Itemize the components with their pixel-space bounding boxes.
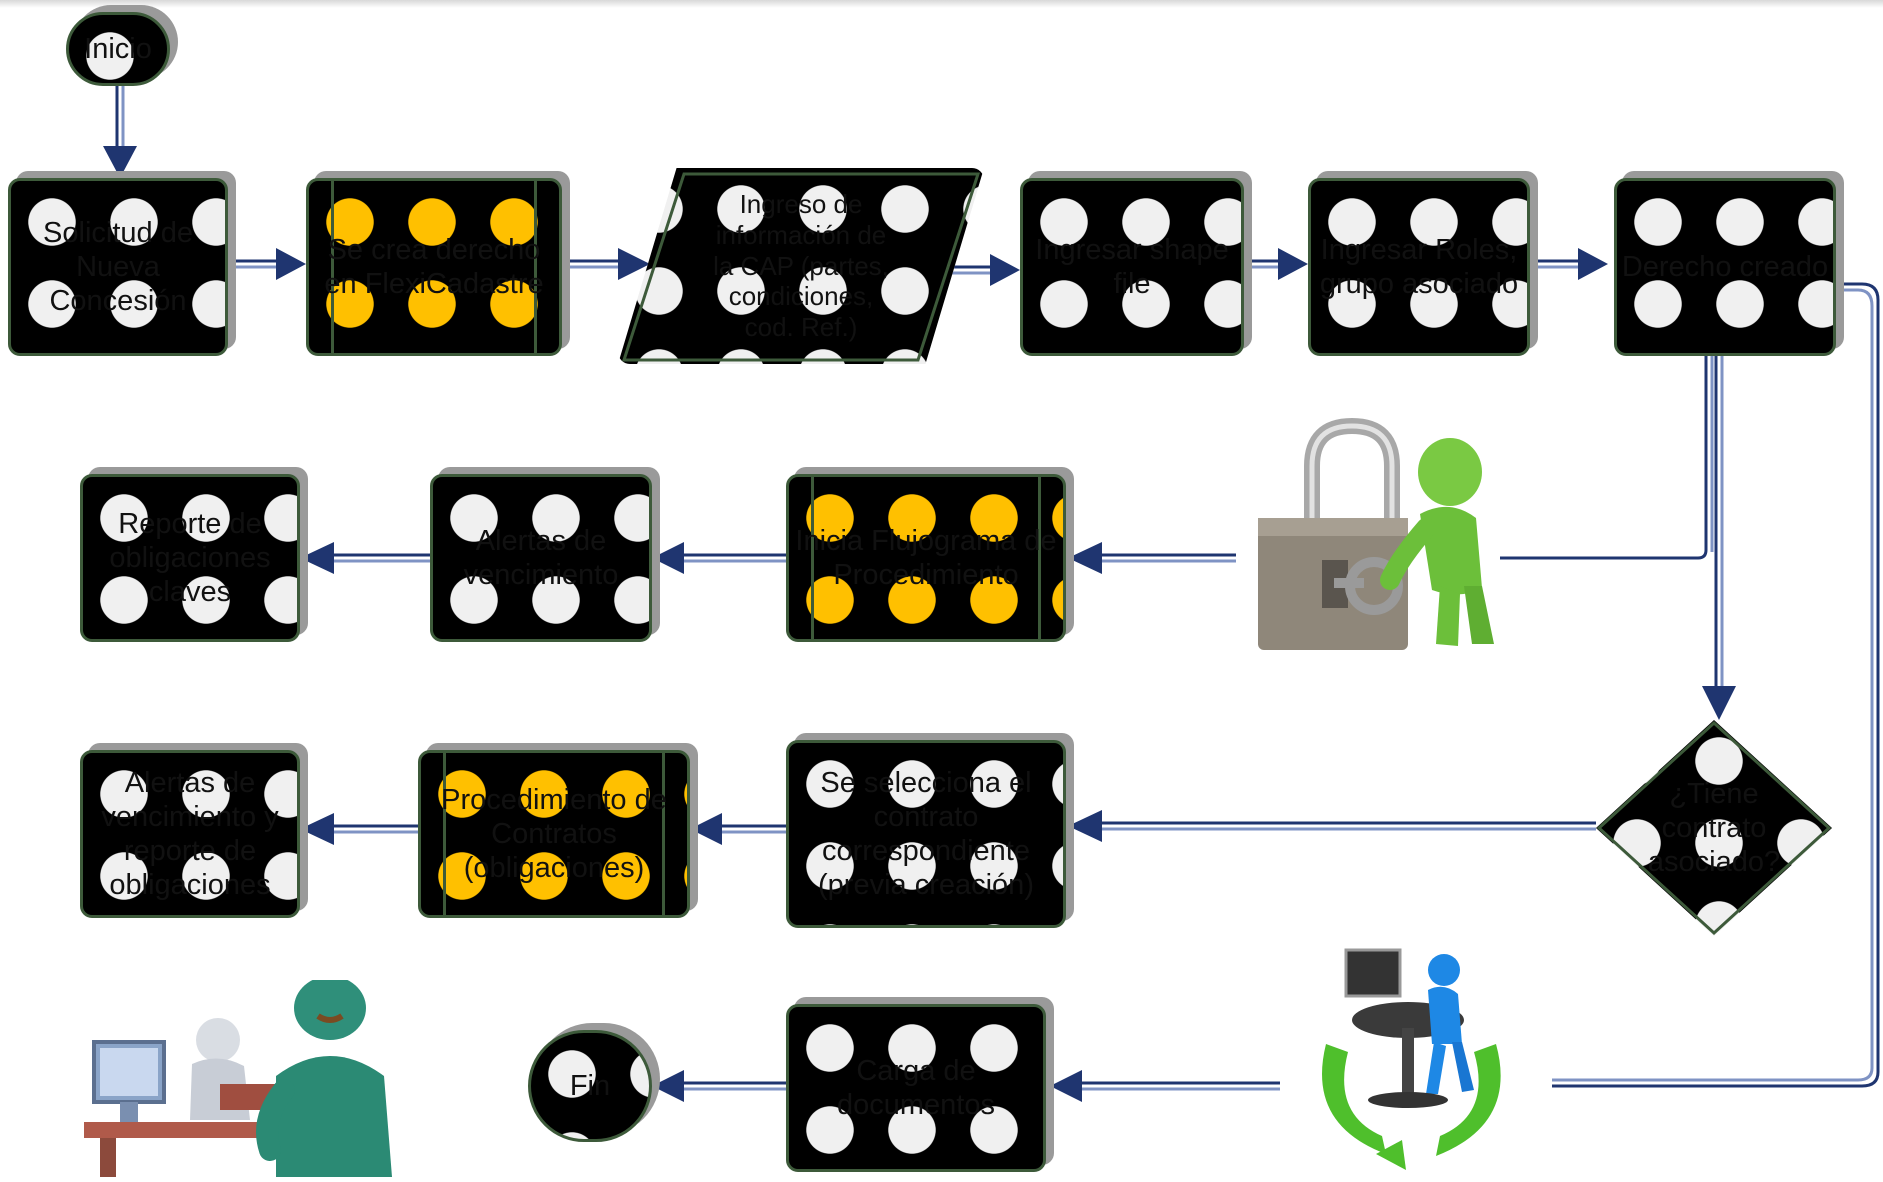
office-workers-icon bbox=[80, 976, 400, 1177]
process-solicitud: Solicitud de Nueva Concesión bbox=[8, 178, 228, 356]
process-carga-documentos-label: Carga de documentos bbox=[837, 1054, 995, 1121]
decision-tiene-contrato: ¿Tiene contrato asociado? bbox=[1596, 720, 1832, 936]
decision-tiene-contrato-label: ¿Tiene contrato asociado? bbox=[1647, 777, 1781, 879]
computer-user-recycle-icon bbox=[1286, 924, 1536, 1174]
start-label: Inicio bbox=[84, 32, 152, 65]
end-label: Fin bbox=[569, 1069, 611, 1102]
process-reporte: Reporte de obligaciones claves bbox=[80, 474, 300, 642]
process-inicia-flujograma: Inicia Flujograma de Procedimiento bbox=[786, 474, 1066, 642]
process-alertas-vencimiento: Alertas de vencimiento bbox=[430, 474, 652, 642]
data-input-ingreso-label: Ingreso de información de la CAP (partes… bbox=[713, 189, 889, 342]
process-roles-label: Ingresar Roles, grupo asociado bbox=[1319, 233, 1519, 300]
process-solicitud-label: Solicitud de Nueva Concesión bbox=[43, 216, 193, 318]
process-carga-documentos: Carga de documentos bbox=[786, 1004, 1046, 1172]
process-derecho-creado-label: Derecho creado bbox=[1621, 250, 1829, 283]
process-alertas-reporte: Alertas de vencimiento y reporte de obli… bbox=[80, 750, 300, 918]
start-node: Inicio bbox=[66, 12, 170, 86]
process-selecciona-contrato: Se selecciona el contrato correspondient… bbox=[786, 740, 1066, 928]
process-procedimiento-contratos-label: Procedimiento de Contratos (obligaciones… bbox=[441, 783, 667, 885]
process-se-crea-label: Se crea derecho en FlexiCadastre bbox=[324, 233, 544, 300]
process-shape-file-label: Ingresar shape file bbox=[1035, 233, 1229, 300]
process-shape-file: Ingresar shape file bbox=[1020, 178, 1244, 356]
process-reporte-label: Reporte de obligaciones claves bbox=[109, 507, 271, 609]
process-alertas-reporte-label: Alertas de vencimiento y reporte de obli… bbox=[101, 766, 279, 902]
top-edge bbox=[0, 0, 1883, 8]
process-derecho-creado: Derecho creado bbox=[1614, 178, 1836, 356]
data-input-ingreso: Ingreso de información de la CAP (partes… bbox=[618, 168, 984, 364]
process-inicia-flujograma-label: Inicia Flujograma de Procedimiento bbox=[795, 524, 1057, 591]
end-node: Fin bbox=[528, 1030, 652, 1142]
process-selecciona-contrato-label: Se selecciona el contrato correspondient… bbox=[818, 766, 1034, 902]
process-se-crea: Se crea derecho en FlexiCadastre bbox=[306, 178, 562, 356]
process-alertas-vencimiento-label: Alertas de vencimiento bbox=[463, 524, 619, 591]
process-roles: Ingresar Roles, grupo asociado bbox=[1308, 178, 1530, 356]
process-procedimiento-contratos: Procedimiento de Contratos (obligaciones… bbox=[418, 750, 690, 918]
padlock-key-figure-icon bbox=[1250, 417, 1500, 658]
